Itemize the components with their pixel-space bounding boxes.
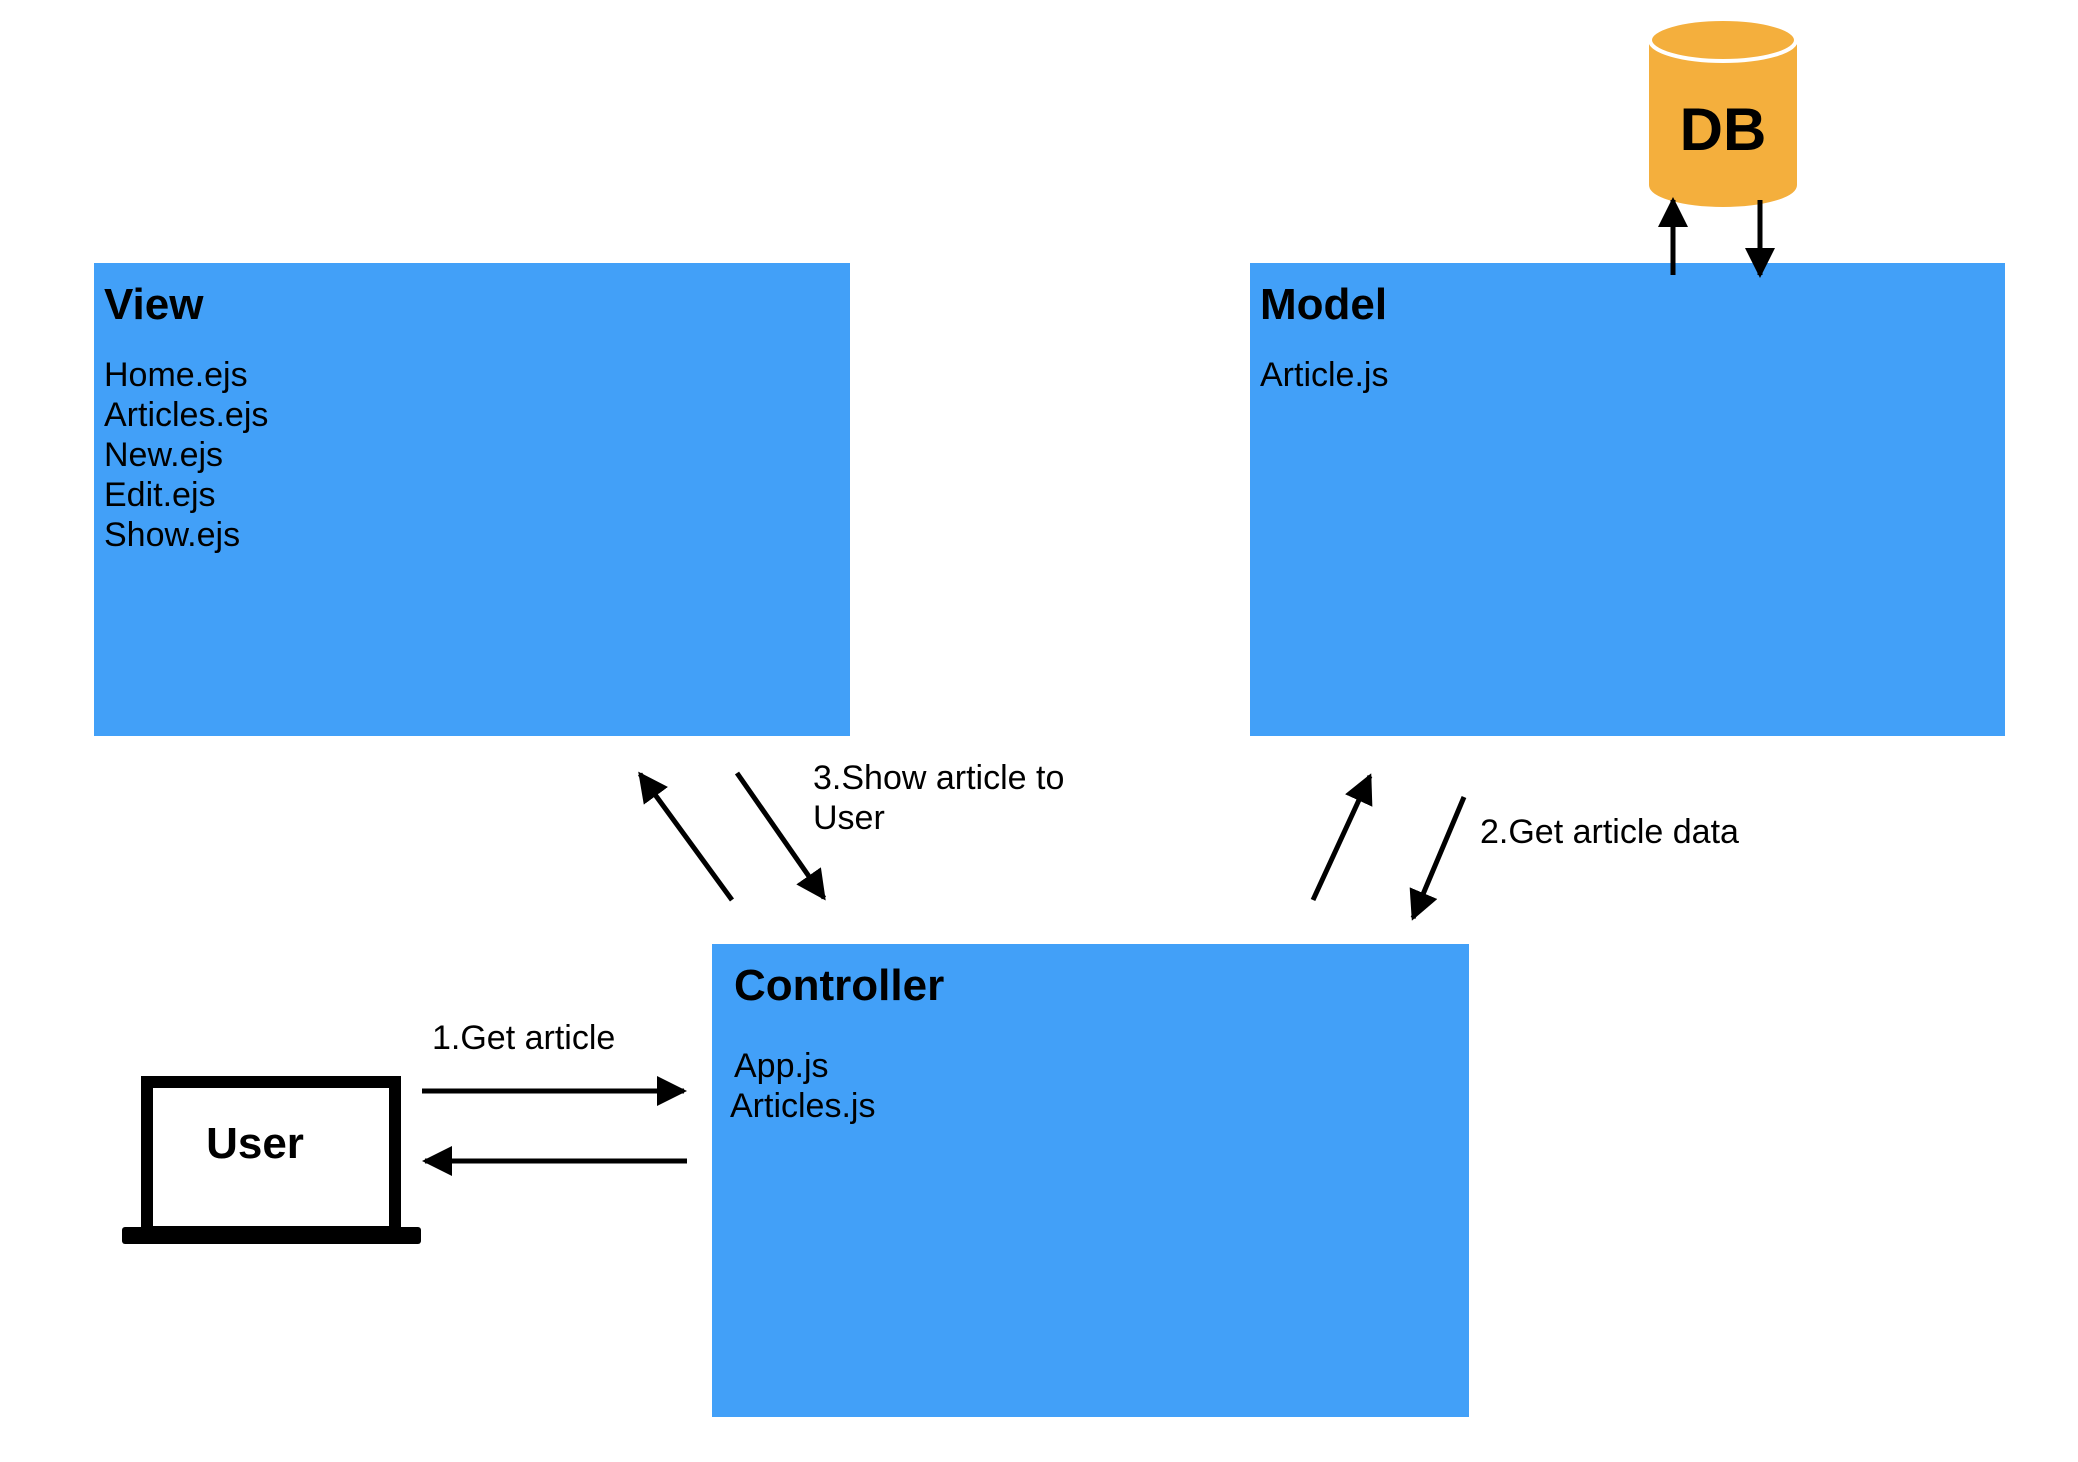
model-box: Model Article.js — [1250, 263, 2005, 736]
edge-label-get-article-data: 2.Get article data — [1480, 813, 1739, 851]
database-cylinder-icon — [1648, 17, 1798, 207]
controller-file-list: App.js Articles.js — [730, 1046, 1449, 1126]
view-title: View — [104, 280, 204, 329]
laptop-icon — [122, 1076, 421, 1244]
controller-box: Controller App.js Articles.js — [712, 944, 1469, 1417]
view-file-list: Home.ejs Articles.ejs New.ejs Edit.ejs S… — [104, 355, 840, 555]
controller-to-model-arrow — [1310, 773, 1373, 902]
view-file-item: New.ejs — [104, 436, 224, 474]
model-file-list: Article.js — [1260, 355, 1995, 395]
model-title: Model — [1260, 280, 1388, 329]
view-file-item: Show.ejs — [104, 516, 241, 554]
model-to-controller-arrow — [1409, 796, 1467, 921]
view-to-controller-arrow — [734, 771, 827, 901]
controller-file-item: App.js — [734, 1047, 829, 1085]
model-file-item: Article.js — [1260, 356, 1389, 394]
controller-title: Controller — [734, 961, 945, 1010]
database-label: DB — [1679, 96, 1767, 163]
model-box-shape — [1250, 263, 2005, 736]
controller-file-item: Articles.js — [730, 1087, 876, 1125]
view-file-item: Home.ejs — [104, 356, 248, 394]
controller-to-view-arrow — [637, 771, 735, 902]
view-box-shape — [94, 263, 850, 736]
view-file-item: Articles.ejs — [104, 396, 269, 434]
controller-box-shape — [712, 944, 1469, 1417]
user-label: User — [206, 1119, 304, 1168]
view-box: View Home.ejs Articles.ejs New.ejs Edit.… — [94, 263, 850, 736]
edge-label-get-article: 1.Get article — [432, 1019, 616, 1057]
view-file-item: Edit.ejs — [104, 476, 216, 514]
edge-label-show-article: 3.Show article to User — [813, 759, 1065, 837]
